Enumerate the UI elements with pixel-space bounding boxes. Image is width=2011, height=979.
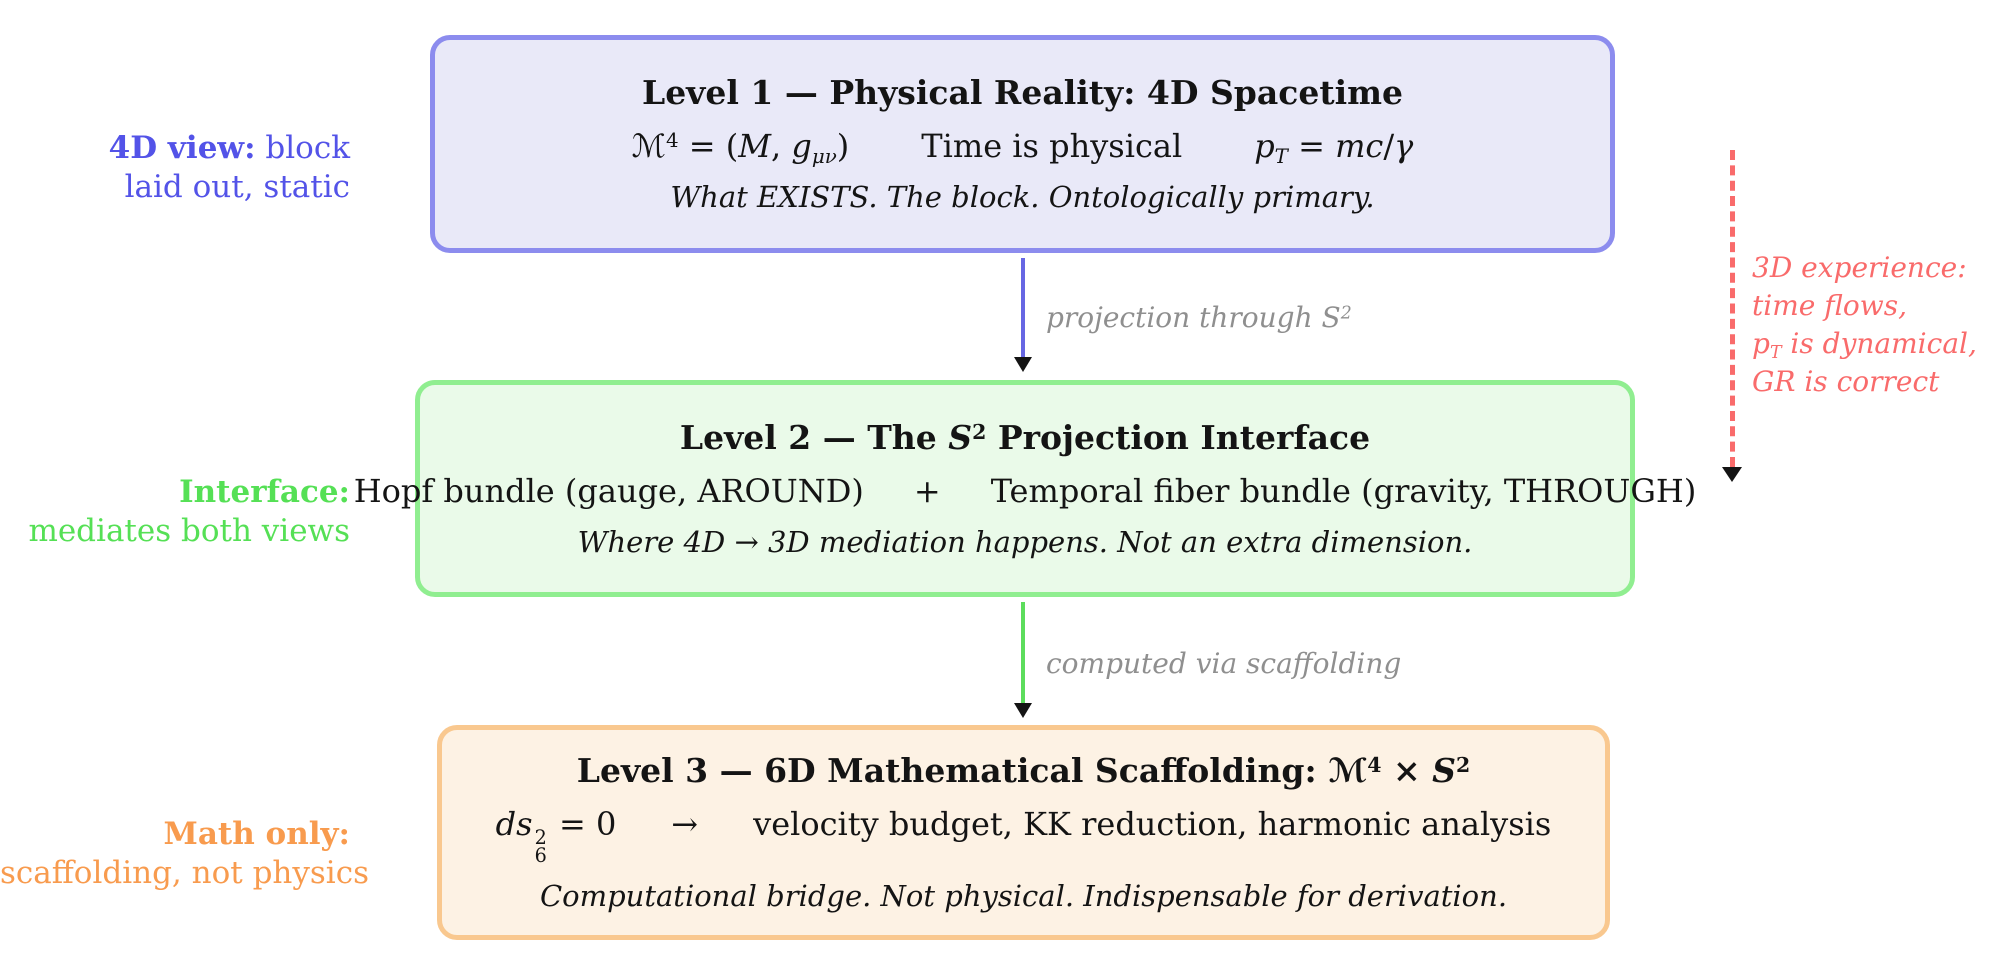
level-2-box: Level 2 — The S2 Projection Interface Ho… xyxy=(354,380,1696,597)
experience-note-line4: GR is correct xyxy=(1752,365,1940,398)
label-4d-view-line2: laid out, static xyxy=(124,169,350,205)
experience-note-line3: pT is dynamical, xyxy=(1752,327,1977,364)
projection-arrow-head-icon xyxy=(1014,357,1032,372)
level-2-bundle-line: Hopf bundle (gauge, AROUND) + Temporal f… xyxy=(354,471,1697,511)
level-3-note: Computational bridge. Not physical. Indi… xyxy=(539,879,1508,914)
scaffolding-arrow xyxy=(1013,602,1033,718)
level-1-box: Level 1 — Physical Reality: 4D Spacetime… xyxy=(430,35,1615,253)
label-4d-view: 4D view: block laid out, static xyxy=(0,129,350,207)
projection-arrow-label: projection through S2 xyxy=(1046,301,1352,334)
projection-arrow xyxy=(1013,258,1033,372)
level-1-momentum-formula: pT = mc/γ xyxy=(1254,127,1414,168)
level-3-title: Level 3 — 6D Mathematical Scaffolding: ℳ… xyxy=(576,750,1471,790)
level-2-plus-sign: + xyxy=(913,471,941,510)
level-2-hopf-bundle: Hopf bundle (gauge, AROUND) xyxy=(353,471,864,510)
label-4d-view-line1: 4D view: block xyxy=(0,129,350,168)
projection-arrow-shaft xyxy=(1021,258,1025,357)
label-math-only-line2: scaffolding, not physics xyxy=(0,855,369,891)
level-2-title: Level 2 — The S2 Projection Interface xyxy=(679,417,1371,457)
experience-arrow-head-icon xyxy=(1722,467,1742,482)
scaffolding-arrow-label: computed via scaffolding xyxy=(1046,647,1402,680)
label-4d-view-rest: block xyxy=(255,130,350,166)
level-1-time-statement: Time is physical xyxy=(921,127,1183,165)
level-2-temporal-bundle: Temporal fiber bundle (gravity, THROUGH) xyxy=(990,471,1697,510)
experience-note-line1: 3D experience: xyxy=(1752,251,1967,284)
scaffolding-arrow-shaft xyxy=(1021,602,1025,703)
scaffolding-arrow-head-icon xyxy=(1014,703,1032,718)
level-1-title: Level 1 — Physical Reality: 4D Spacetime xyxy=(641,73,1404,112)
level-3-implies-arrow-icon: → xyxy=(671,804,699,843)
label-4d-view-bold: 4D view: xyxy=(108,130,256,166)
level-1-note: What EXISTS. The block. Ontologically pr… xyxy=(670,180,1375,214)
label-math-only-bold: Math only: xyxy=(163,816,351,852)
label-interface-line1: Interface: xyxy=(0,473,350,512)
label-math-only: Math only: scaffolding, not physics xyxy=(0,815,369,893)
label-math-only-line1: Math only: xyxy=(0,815,351,854)
level-3-box: Level 3 — 6D Mathematical Scaffolding: ℳ… xyxy=(437,725,1610,940)
label-interface-bold: Interface: xyxy=(179,474,350,510)
level-3-methods-list: velocity budget, KK reduction, harmonic … xyxy=(753,804,1552,843)
level-1-equation-line: ℳ4 = (M, gμν) Time is physical pT = mc/γ xyxy=(632,126,1413,166)
label-interface-line2: mediates both views xyxy=(28,513,350,549)
experience-arrow xyxy=(1722,150,1742,482)
experience-note-line2: time flows, xyxy=(1752,289,1907,322)
experience-note: 3D experience: time flows, pT is dynamic… xyxy=(1752,249,1977,401)
label-interface: Interface: mediates both views xyxy=(0,473,350,551)
experience-arrow-shaft xyxy=(1729,150,1735,467)
level-2-note: Where 4D → 3D mediation happens. Not an … xyxy=(577,524,1473,559)
level-1-metric-formula: ℳ4 = (M, gμν) xyxy=(631,127,850,168)
